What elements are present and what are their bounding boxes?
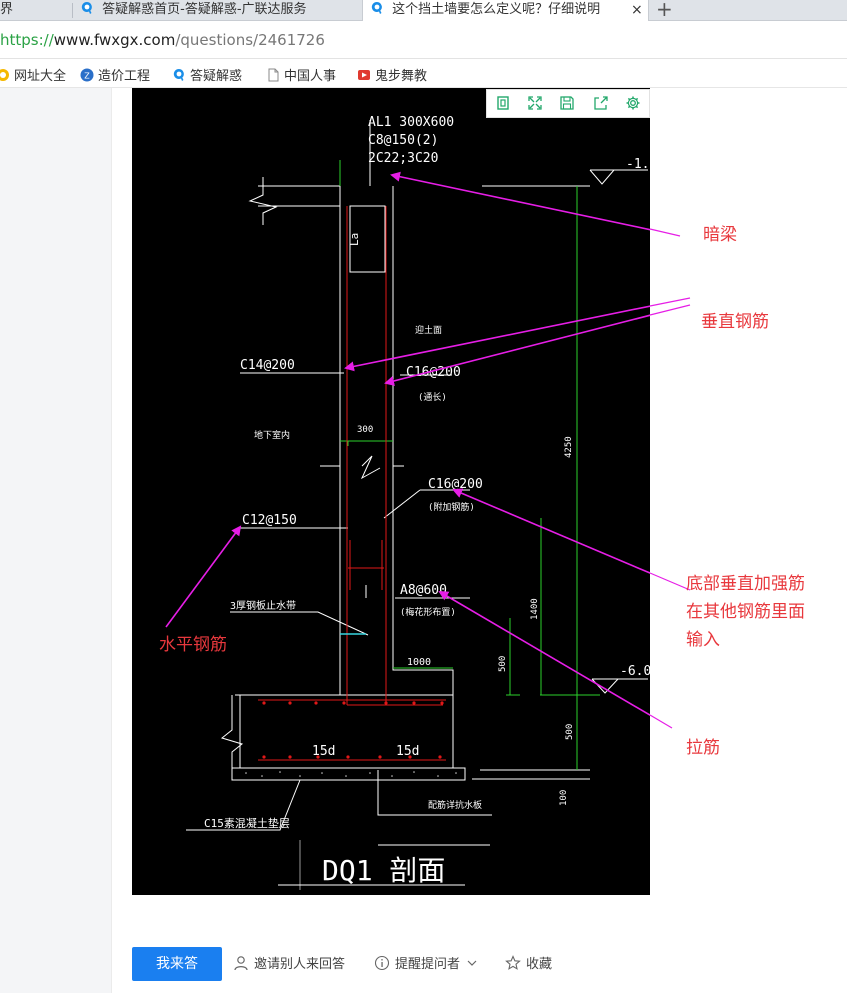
bookmark-label: 造价工程 <box>98 69 151 84</box>
left-gutter <box>0 88 112 993</box>
a8-label: A8@600 <box>400 583 447 598</box>
beam-label-1: AL1 300X600 <box>368 115 454 130</box>
elev-bottom-label: -6.05 <box>620 664 650 679</box>
new-tab-button[interactable]: + <box>656 0 673 21</box>
dim-300: 300 <box>357 425 373 435</box>
beam-label-3: 2C22;3C20 <box>368 151 438 166</box>
annotation-tie-bar: 拉筋 <box>686 738 720 758</box>
favorite-button[interactable]: 收藏 <box>505 955 552 974</box>
user-icon <box>234 956 248 971</box>
c16-through-label: C16@200 <box>406 365 461 380</box>
bookmark-zj[interactable]: Z 造价工程 <box>80 65 150 84</box>
address-bar[interactable]: https://www.fwxgx.com/questions/2461726 <box>0 21 847 59</box>
bookmark-dance[interactable]: 鬼步舞教 <box>357 65 427 84</box>
c16-extra-label: C16@200 <box>428 477 483 492</box>
anchor-left: 15d <box>312 744 335 759</box>
answer-button[interactable]: 我来答 <box>132 947 222 981</box>
bookmark-label: 答疑解惑 <box>190 69 243 84</box>
bookmark-label: 网址大全 <box>14 69 67 84</box>
fill-side-label: 迎土面 <box>415 324 442 336</box>
page-icon <box>266 68 280 82</box>
cad-svg: AL1 300X600 C8@150(2) 2C22;3C20 -1.8 La … <box>165 115 650 890</box>
arrow-vertical-left <box>344 305 650 372</box>
a8-note: (梅花形布置) <box>400 606 456 618</box>
arrow-bottom-extra <box>452 488 650 574</box>
tab-title: 这个挡土墙要怎么定义呢？仔细说明 <box>392 2 601 17</box>
annotation-horizontal-bar: 水平钢筋 <box>159 635 227 655</box>
arrow-hidden-beam <box>390 171 650 231</box>
through-note: (通长) <box>418 391 447 403</box>
url-display[interactable]: https://www.fwxgx.com/questions/2461726 <box>0 31 325 49</box>
waterstop-label: 3厚钢板止水带 <box>230 599 296 612</box>
favorite-label: 收藏 <box>526 957 553 972</box>
video-icon <box>357 68 371 82</box>
bookmark-label: 鬼步舞教 <box>375 69 428 84</box>
fullscreen-icon[interactable] <box>527 95 545 113</box>
drawing-title: DQ1 剖面 <box>322 854 445 887</box>
dim-1400: 1400 <box>530 598 540 620</box>
base-note: 配筋详抗水板 <box>428 799 482 811</box>
save-icon[interactable] <box>559 95 577 113</box>
annotation-vertical-bar: 垂直钢筋 <box>701 312 769 332</box>
annotation-bottom-extra-1: 底部垂直加强筋 <box>686 574 805 594</box>
beam-label-2: C8@150(2) <box>368 133 438 148</box>
url-host: www.fwxgx.com <box>53 31 176 49</box>
invite-answer-button[interactable]: 邀请别人来回答 <box>233 955 345 974</box>
image-toolbar <box>486 89 650 118</box>
info-icon <box>374 955 390 971</box>
dim-500-b: 500 <box>565 724 575 740</box>
remind-label: 提醒提问者 <box>395 957 461 972</box>
arrow-vertical-right <box>384 314 650 386</box>
close-tab-icon[interactable]: × <box>631 2 643 18</box>
anchor-right: 15d <box>396 744 419 759</box>
tab-partial[interactable]: 界 <box>0 0 60 21</box>
bookmark-personnel[interactable]: 中国人事 <box>266 65 336 84</box>
bookmark-label: 中国人事 <box>284 69 337 84</box>
extra-note: (附加钢筋) <box>428 501 475 513</box>
annotation-bottom-extra-2: 在其他钢筋里面 <box>686 602 805 622</box>
url-scheme: https:// <box>0 31 54 49</box>
tab-current-question[interactable]: 这个挡土墙要怎么定义呢？仔细说明 × <box>362 0 649 21</box>
arrow-tie <box>438 590 650 717</box>
bookmarks-bar: 网址大全 Z 造价工程 答疑解惑 中国人事 鬼步舞教 <box>0 59 847 88</box>
invite-label: 邀请别人来回答 <box>254 957 346 972</box>
cad-section-drawing[interactable]: AL1 300X600 C8@150(2) 2C22;3C20 -1.8 La … <box>132 88 650 895</box>
chevron-down-icon <box>467 960 477 966</box>
zj-icon: Z <box>80 68 94 82</box>
star-icon <box>505 955 521 970</box>
c12-label: C12@150 <box>242 513 297 528</box>
svg-text:Z: Z <box>84 72 90 81</box>
dim-4250: 4250 <box>564 436 574 458</box>
basement-label: 地下室内 <box>254 429 290 441</box>
tab-title: 界 <box>0 2 14 17</box>
tab-strip: 界 答疑解惑首页-答疑解惑-广联达服务 这个挡土墙要怎么定义呢？仔细说明 × + <box>0 0 847 21</box>
annotation-hidden-beam: 暗梁 <box>703 225 737 245</box>
glodon-q-icon <box>172 68 186 82</box>
remind-asker-button[interactable]: 提醒提问者 <box>374 955 477 974</box>
dim-100: 100 <box>559 790 569 806</box>
dim-500-a: 500 <box>498 656 508 672</box>
bookmark-qa[interactable]: 答疑解惑 <box>172 65 242 84</box>
tab-qa-home[interactable]: 答疑解惑首页-答疑解惑-广联达服务 <box>80 0 350 21</box>
bookmark-hao123[interactable]: 网址大全 <box>0 65 66 84</box>
settings-icon[interactable] <box>625 95 643 113</box>
share-icon[interactable] <box>593 95 611 113</box>
fit-icon[interactable] <box>495 95 513 113</box>
elev-top-label: -1.8 <box>626 157 650 172</box>
dim-1000: 1000 <box>407 657 431 668</box>
cushion-label: C15素混凝土垫层 <box>204 816 290 830</box>
arrow-horizontal <box>165 525 242 628</box>
hao123-icon <box>0 68 10 82</box>
url-path: /questions/2461726 <box>175 31 325 49</box>
glodon-q-icon <box>370 1 384 15</box>
tab-title: 答疑解惑首页-答疑解惑-广联达服务 <box>102 2 307 17</box>
la-label: La <box>348 233 361 246</box>
annotation-bottom-extra-3: 输入 <box>686 630 720 650</box>
c14-label: C14@200 <box>240 358 295 373</box>
glodon-q-icon <box>80 1 94 15</box>
